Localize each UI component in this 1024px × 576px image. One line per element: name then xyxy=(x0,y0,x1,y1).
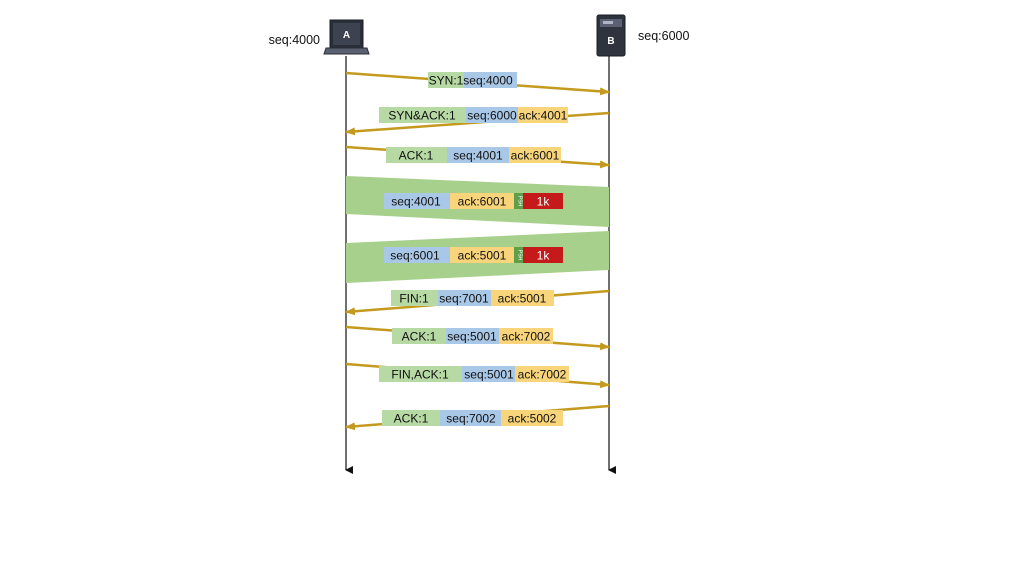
host-b-seq-label: seq:6000 xyxy=(638,29,689,43)
field-ack-text: ack:4001 xyxy=(519,109,568,123)
field-payload-text: 1k xyxy=(537,249,551,263)
host-a: A seq:4000 xyxy=(269,19,370,55)
message-fin-ack: FIN,ACK:1 seq:5001 ack:7002 xyxy=(345,362,610,389)
field-flag xyxy=(392,328,446,344)
field-seq-text: seq:5001 xyxy=(447,330,497,344)
field-ack-text: ack:5002 xyxy=(508,412,557,426)
message-data-b-to-a: seq:6001 ack:5001 PSH 1k xyxy=(384,247,563,263)
field-seq-text: seq:6001 xyxy=(390,249,440,263)
field-flag xyxy=(382,410,440,426)
server-icon: B xyxy=(596,14,626,57)
message-ack-handshake: ACK:1 seq:4001 ack:6001 xyxy=(345,145,610,169)
field-flag-text: ACK:1 xyxy=(402,330,437,344)
field-ack xyxy=(501,410,563,426)
field-seq xyxy=(384,193,450,209)
field-flag xyxy=(379,366,462,382)
message-ack-fin: ACK:1 seq:5001 ack:7002 xyxy=(345,325,610,351)
field-flag-text: FIN:1 xyxy=(399,292,429,306)
field-seq xyxy=(446,328,499,344)
field-payload-text: 1k xyxy=(537,195,551,209)
field-ack xyxy=(499,328,553,344)
field-payload xyxy=(523,247,563,263)
field-flag xyxy=(379,107,466,123)
field-seq-text: seq:4001 xyxy=(453,149,503,163)
field-ack-text: ack:5001 xyxy=(498,292,547,306)
field-ack-text: ack:7002 xyxy=(518,368,567,382)
message-data-a-to-b: seq:4001 ack:6001 PSH 1k xyxy=(384,193,563,209)
field-ack xyxy=(509,147,561,163)
host-a-seq-label: seq:4000 xyxy=(269,33,320,47)
field-ack xyxy=(450,247,514,263)
field-seq xyxy=(447,147,509,163)
field-ack-text: ack:7002 xyxy=(502,330,551,344)
laptop-icon: A xyxy=(323,19,370,55)
field-ack xyxy=(515,366,569,382)
field-flag-text: SYN:1 xyxy=(429,74,464,88)
field-psh xyxy=(514,247,523,263)
field-ack xyxy=(491,290,554,306)
field-seq xyxy=(438,290,491,306)
field-ack-text: ack:6001 xyxy=(511,149,560,163)
field-ack-text: ack:6001 xyxy=(458,195,507,209)
field-psh-text: PSH xyxy=(517,196,523,207)
field-ack-text: ack:5001 xyxy=(458,249,507,263)
message-ack-final: ACK:1 seq:7002 ack:5002 xyxy=(345,404,610,431)
field-seq xyxy=(466,107,518,123)
field-flag xyxy=(391,290,438,306)
message-syn: SYN:1 seq:4000 xyxy=(345,71,610,96)
field-flag xyxy=(428,72,464,88)
message-syn-ack: SYN&ACK:1 seq:6000 ack:4001 xyxy=(345,107,610,136)
field-ack xyxy=(518,107,568,123)
field-seq xyxy=(464,72,517,88)
host-b: B seq:6000 xyxy=(596,14,689,57)
field-seq-text: seq:4000 xyxy=(463,74,513,88)
field-seq-text: seq:6000 xyxy=(467,109,517,123)
field-payload xyxy=(523,193,563,209)
field-seq xyxy=(462,366,515,382)
field-seq xyxy=(440,410,501,426)
field-seq xyxy=(384,247,450,263)
field-seq-text: seq:7001 xyxy=(439,292,489,306)
field-seq-text: seq:7002 xyxy=(446,412,496,426)
field-flag-text: FIN,ACK:1 xyxy=(391,368,449,382)
host-a-icon-label: A xyxy=(343,30,350,41)
field-psh xyxy=(514,193,523,209)
field-flag-text: SYN&ACK:1 xyxy=(388,109,456,123)
host-b-icon-label: B xyxy=(607,36,614,47)
field-seq-text: seq:5001 xyxy=(464,368,514,382)
field-ack xyxy=(450,193,514,209)
field-flag-text: ACK:1 xyxy=(394,412,429,426)
field-psh-text: PSH xyxy=(517,250,523,261)
field-flag xyxy=(386,147,447,163)
field-seq-text: seq:4001 xyxy=(391,195,441,209)
message-fin: FIN:1 seq:7001 ack:5001 xyxy=(345,289,610,316)
field-flag-text: ACK:1 xyxy=(399,149,434,163)
